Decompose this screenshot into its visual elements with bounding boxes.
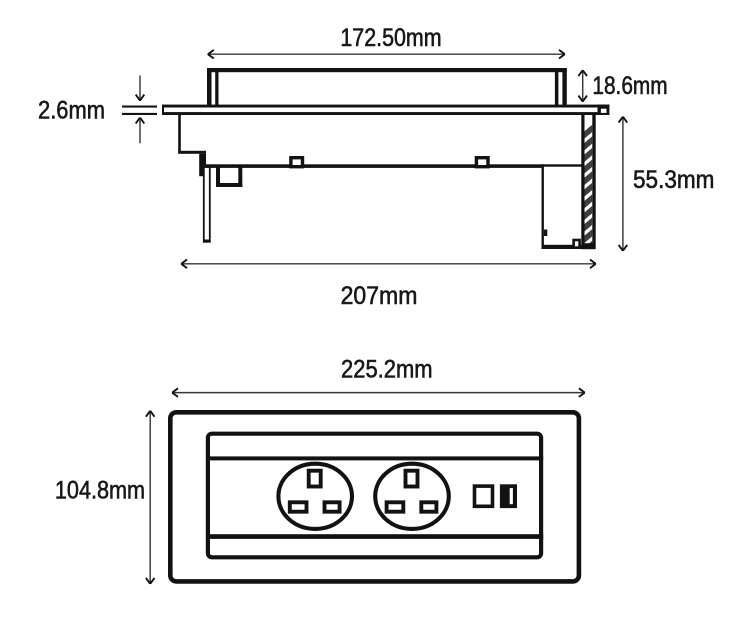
- svg-text:172.50mm: 172.50mm: [340, 24, 441, 52]
- svg-text:207mm: 207mm: [341, 282, 418, 310]
- svg-text:55.3mm: 55.3mm: [633, 166, 714, 194]
- svg-text:2.6mm: 2.6mm: [38, 96, 105, 124]
- svg-text:104.8mm: 104.8mm: [55, 476, 145, 504]
- svg-text:18.6mm: 18.6mm: [592, 72, 667, 100]
- svg-text:225.2mm: 225.2mm: [341, 356, 433, 384]
